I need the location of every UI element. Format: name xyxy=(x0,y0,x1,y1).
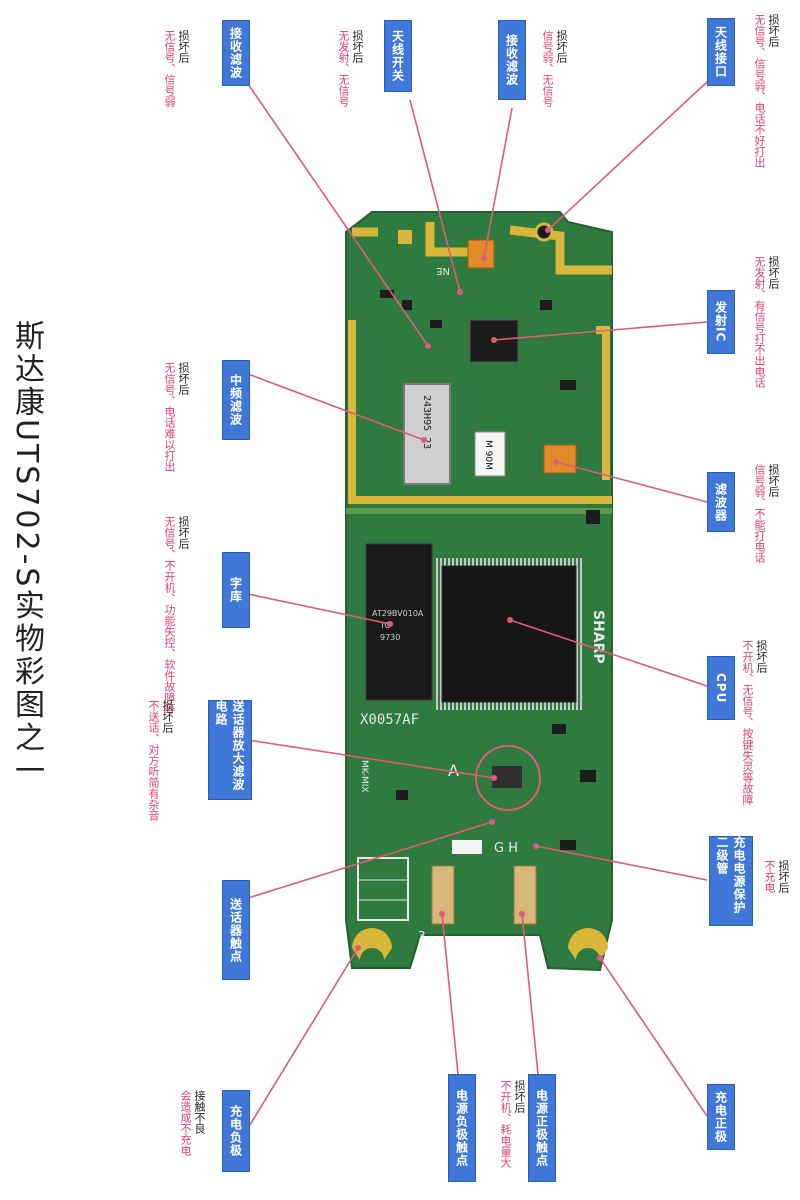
silk-gh: G H xyxy=(494,841,518,856)
note-font-lib: 损坏后 无信号、不开机、功能失控、软件故障等 xyxy=(162,516,190,714)
note-head: 损坏后 xyxy=(177,30,190,63)
note-rx-filter-2: 损坏后 信号弱、无信号 xyxy=(540,30,568,107)
note-head: 损坏后 xyxy=(351,30,364,63)
label-cpu: CPU xyxy=(707,656,735,720)
mic-amp-ring xyxy=(475,745,541,811)
flash-chip-sub: TC xyxy=(379,621,390,630)
note-ant-port: 损坏后 无信号、信号弱、电话不好打出 xyxy=(752,14,780,168)
label-charge-neg: 充电负极 xyxy=(222,1090,250,1172)
label-charge-pos: 充电正极 xyxy=(707,1084,735,1150)
sticker xyxy=(474,431,506,477)
silk-grid xyxy=(357,857,409,921)
label-ant-port: 天线接口 xyxy=(707,18,735,86)
note-charge-diode: 损坏后 不充电 xyxy=(762,860,790,893)
note-head: 损坏后 xyxy=(513,1080,526,1113)
filter-part xyxy=(543,444,577,474)
note-head: 接触不良 xyxy=(193,1090,206,1134)
gold-trace-left xyxy=(348,320,612,504)
flash-chip xyxy=(365,543,433,701)
label-if-filter: 中频滤波 xyxy=(222,360,250,440)
note-head: 损坏后 xyxy=(755,640,768,673)
if-filter-print: 243H95 23 xyxy=(421,395,432,449)
note-rest: 无信号、信号弱 xyxy=(163,30,176,107)
label-pwr-neg: 电源负极触点 xyxy=(448,1074,476,1182)
label-charge-diode: 充电电源保护二级管 xyxy=(709,836,753,926)
brand-print: SHARP xyxy=(590,610,606,664)
label-ant-switch: 天线开关 xyxy=(384,20,412,92)
note-rest: 不开机、耗电量大 xyxy=(499,1080,512,1168)
note-rx-filter-1: 损坏后 无信号、信号弱 xyxy=(162,30,190,107)
note-head: 损坏后 xyxy=(777,860,790,893)
model-print: X0057AF xyxy=(360,712,419,728)
label-filter: 滤波器 xyxy=(707,472,735,532)
silk-3: 3 xyxy=(418,929,426,943)
label-font-lib: 字库 xyxy=(222,552,250,628)
leader-lines xyxy=(247,81,708,1129)
note-head: 损坏后 xyxy=(767,464,780,497)
note-rest: 信号弱、无信号 xyxy=(541,30,554,107)
mic-amp-part xyxy=(492,766,522,788)
note-rest: 不送话、对方听简有杂音 xyxy=(147,700,160,821)
note-charge-neg: 接触不良 会造成不充电 xyxy=(178,1090,206,1156)
silk-a: A xyxy=(448,761,459,780)
label-rx-filter-2: 接收滤波 xyxy=(498,20,526,100)
pwr-pos-pad xyxy=(513,865,537,925)
note-head: 损坏后 xyxy=(555,30,568,63)
note-head: 损坏后 xyxy=(767,256,780,289)
label-mic-amp: 送话器放大滤波电路 xyxy=(208,700,252,800)
leader-dots xyxy=(355,227,603,961)
white-pad xyxy=(452,840,482,854)
flash-chip-label: AT29BV010A xyxy=(372,609,424,618)
note-head: 损坏后 xyxy=(177,362,190,395)
if-filter-can xyxy=(403,383,451,485)
note-mic-amp: 损坏后 不送话、对方听简有杂音 xyxy=(146,700,174,821)
misc-parts xyxy=(380,290,600,850)
note-head: 损坏后 xyxy=(767,14,780,47)
cpu-chip xyxy=(441,565,577,703)
silk-ne: NE xyxy=(436,265,450,276)
board-seam xyxy=(346,508,612,514)
note-rest: 无信号、不开机、功能失控、软件故障等 xyxy=(163,516,176,714)
label-mic-contact: 送话器触点 xyxy=(222,880,250,980)
label-rx-filter-1: 接收滤波 xyxy=(222,20,250,86)
note-rest: 不开机、无信号、按键失灵等故障 xyxy=(741,640,754,805)
note-rest: 无发射、无信号 xyxy=(337,30,350,107)
note-tx-ic: 损坏后 无发射、有信号打不出电话 xyxy=(752,256,780,388)
page-title: 斯达康UTS702-S实物彩图之一 xyxy=(9,320,44,788)
note-head: 损坏后 xyxy=(177,516,190,549)
silk-mix: MK-MIX xyxy=(359,760,369,793)
charge-neg-pad xyxy=(352,928,392,960)
note-filter: 损坏后 信号弱、不能打电话 xyxy=(752,464,780,563)
note-rest: 无发射、有信号打不出电话 xyxy=(753,256,766,388)
ant-switch-part xyxy=(467,239,495,269)
note-if-filter: 损坏后 无信号、电话难以打出 xyxy=(162,362,190,472)
note-pwr-pos: 损坏后 不开机、耗电量大 xyxy=(498,1080,526,1168)
note-rest: 不充电 xyxy=(763,860,776,893)
flash-chip-code: 9730 xyxy=(380,633,400,642)
label-tx-ic: 发射IC xyxy=(707,290,735,354)
gold-pad-top xyxy=(398,230,412,244)
note-rest: 会造成不充电 xyxy=(179,1090,192,1156)
note-rest: 无信号、信号弱、电话不好打出 xyxy=(753,14,766,168)
sticker-print: M 90M xyxy=(483,440,493,470)
note-cpu: 损坏后 不开机、无信号、按键失灵等故障 xyxy=(740,640,768,805)
note-rest: 无信号、电话难以打出 xyxy=(163,362,176,472)
note-ant-switch: 损坏后 无发射、无信号 xyxy=(336,30,364,107)
note-head: 损坏后 xyxy=(161,700,174,733)
charge-pos-pad xyxy=(568,928,608,960)
label-pwr-pos: 电源正极触点 xyxy=(528,1074,556,1182)
note-rest: 信号弱、不能打电话 xyxy=(753,464,766,563)
